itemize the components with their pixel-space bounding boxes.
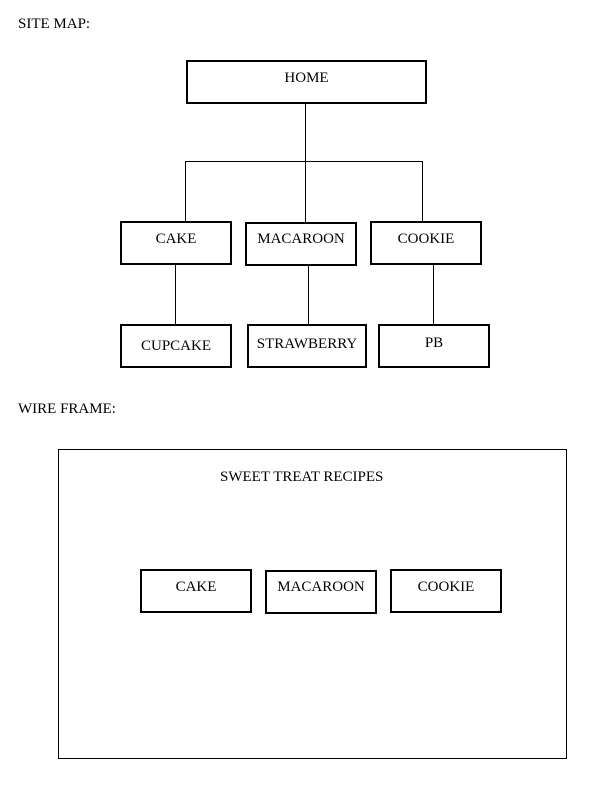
connector-to-cake: [185, 161, 186, 223]
sitemap-heading: SITE MAP:: [18, 16, 91, 32]
sitemap-node-cookie: COOKIE: [370, 221, 482, 265]
sitemap-node-strawberry: STRAWBERRY: [247, 324, 367, 368]
wireframe-cake-button[interactable]: CAKE: [140, 569, 252, 613]
sitemap-node-home: HOME: [186, 60, 427, 104]
connector-cake-to-cupcake: [175, 264, 176, 326]
connector-horizontal-bus: [185, 161, 423, 162]
wireframe-heading: WIRE FRAME:: [18, 401, 116, 417]
connector-to-cookie: [422, 161, 423, 223]
wireframe-page-frame: [58, 449, 567, 759]
connector-cookie-to-pb: [433, 264, 434, 326]
connector-to-macaroon: [305, 161, 306, 223]
wireframe-cookie-button[interactable]: COOKIE: [390, 569, 502, 613]
sitemap-node-macaroon: MACAROON: [245, 222, 357, 266]
sitemap-node-pb: PB: [378, 324, 490, 368]
connector-macaroon-to-strawberry: [308, 265, 309, 326]
sitemap-node-cake: CAKE: [120, 221, 232, 265]
wireframe-title: SWEET TREAT RECIPES: [220, 469, 384, 485]
wireframe-macaroon-button[interactable]: MACAROON: [265, 570, 377, 614]
connector-home-trunk: [305, 102, 306, 162]
sitemap-node-cupcake: CUPCAKE: [120, 324, 232, 368]
